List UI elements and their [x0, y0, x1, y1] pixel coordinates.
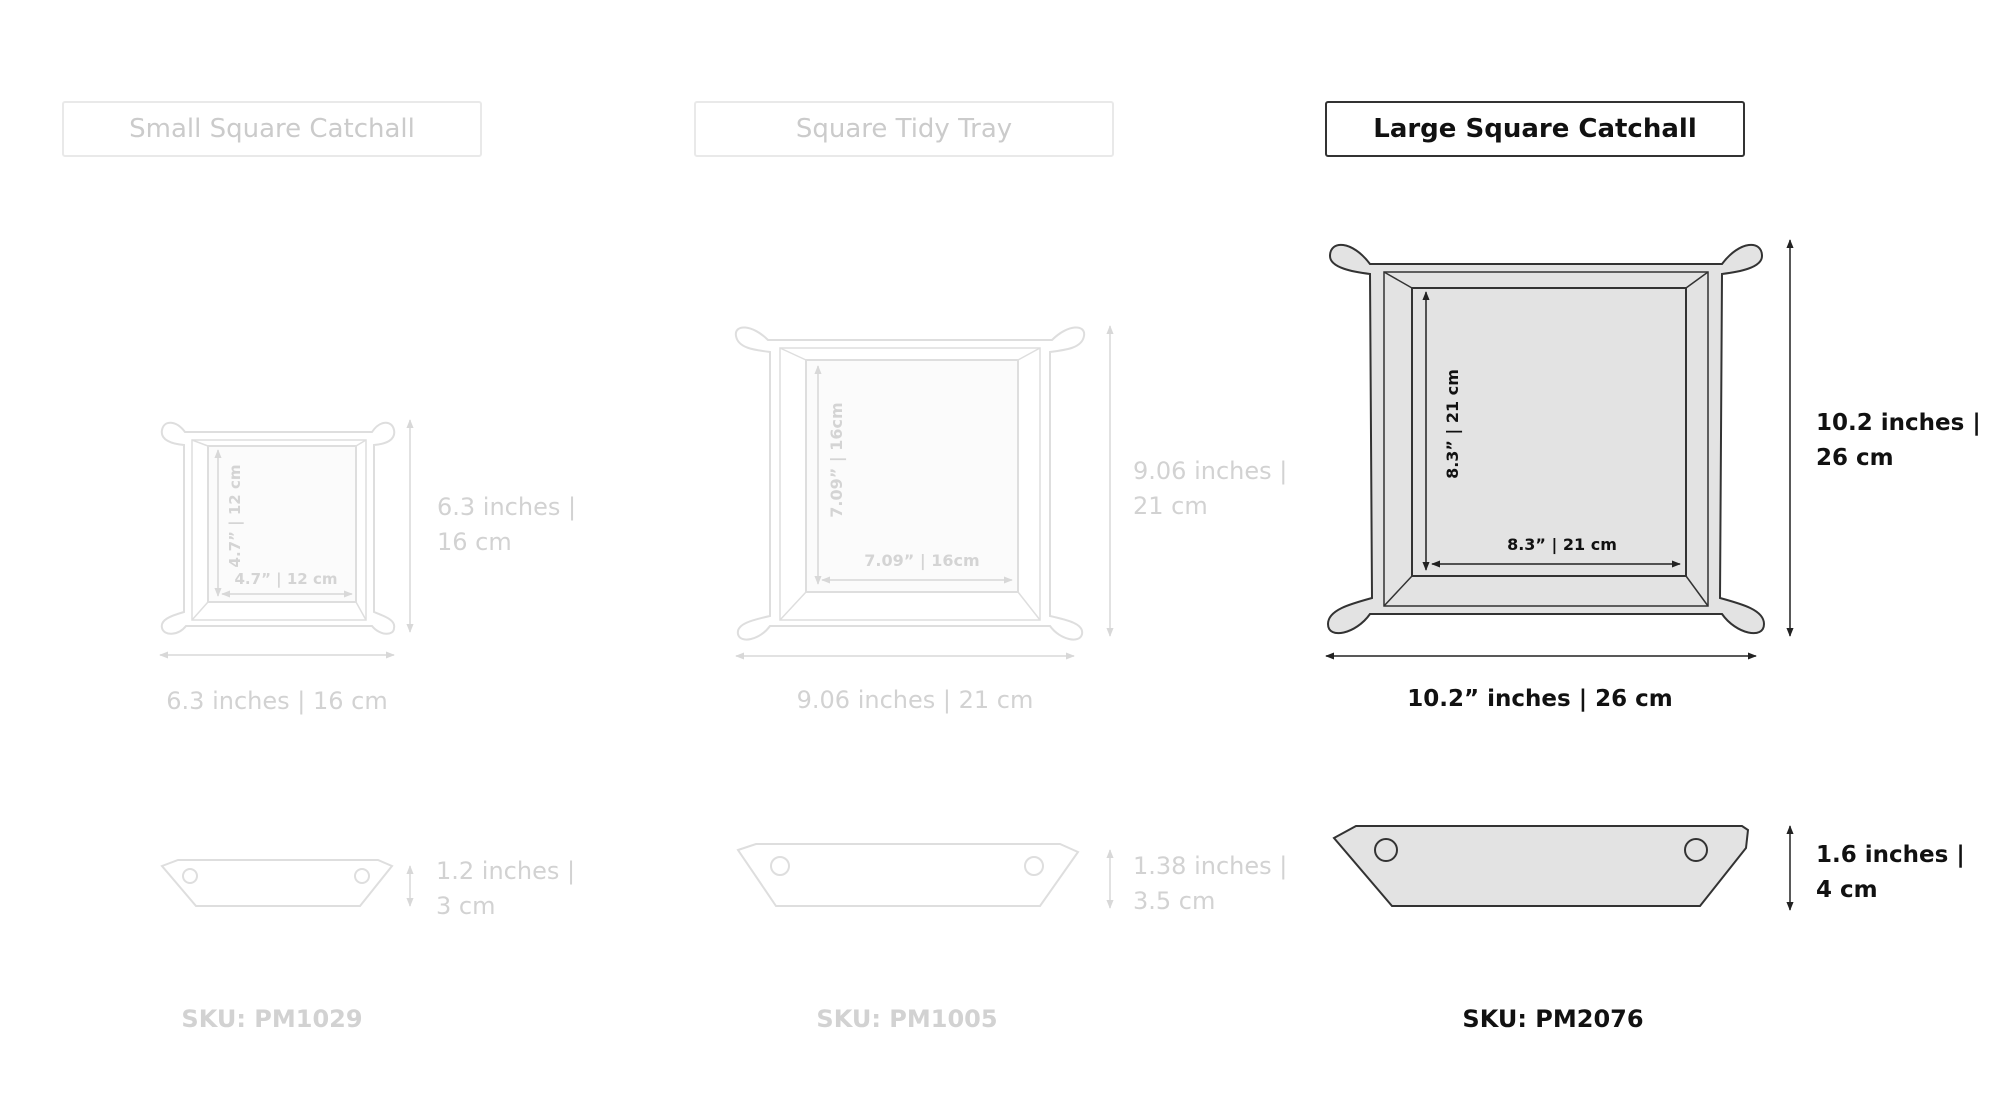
small-height-label: 1.2 inches | 3 cm	[436, 857, 576, 920]
tab-small-square-catchall[interactable]: Small Square Catchall	[62, 101, 482, 157]
small-inner-width-label: 4.7” | 12 cm	[235, 570, 338, 589]
small-tray-side-view	[160, 859, 394, 907]
large-height-label: 1.6 inches | 4 cm	[1816, 842, 1965, 903]
small-depth-label: 6.3 inches | 16 cm	[437, 493, 577, 556]
tab-large-square-catchall[interactable]: Large Square Catchall	[1325, 101, 1745, 157]
tidy-depth-label: 9.06 inches | 21 cm	[1133, 457, 1288, 520]
tab-square-tidy-tray[interactable]: Square Tidy Tray	[694, 101, 1114, 157]
small-tray-top-view	[160, 421, 396, 635]
tidy-inner-width-label: 7.09” | 16cm	[864, 551, 979, 571]
tidy-inner-height-label: 7.09” | 16cm	[827, 402, 847, 517]
large-sku: SKU: PM2076	[1462, 1005, 1644, 1033]
large-tray-top-view	[1326, 243, 1766, 634]
small-width-label: 6.3 inches | 16 cm	[166, 687, 388, 715]
tidy-width-label: 9.06 inches | 21 cm	[796, 686, 1034, 714]
tidy-height-label: 1.38 inches | 3.5 cm	[1133, 852, 1288, 915]
tidy-tray-side-view	[736, 843, 1080, 907]
large-depth-label: 10.2 inches | 26 cm	[1816, 410, 1981, 471]
tidy-tray-top-view	[734, 326, 1086, 641]
large-inner-height-label: 8.3” | 21 cm	[1443, 369, 1463, 479]
tidy-sku: SKU: PM1005	[816, 1005, 998, 1033]
large-width-label: 10.2” inches | 26 cm	[1407, 686, 1673, 712]
large-tray-side-view	[1332, 825, 1750, 907]
small-sku: SKU: PM1029	[181, 1005, 363, 1033]
small-inner-height-label: 4.7” | 12 cm	[226, 465, 245, 568]
large-inner-width-label: 8.3” | 21 cm	[1507, 535, 1617, 555]
